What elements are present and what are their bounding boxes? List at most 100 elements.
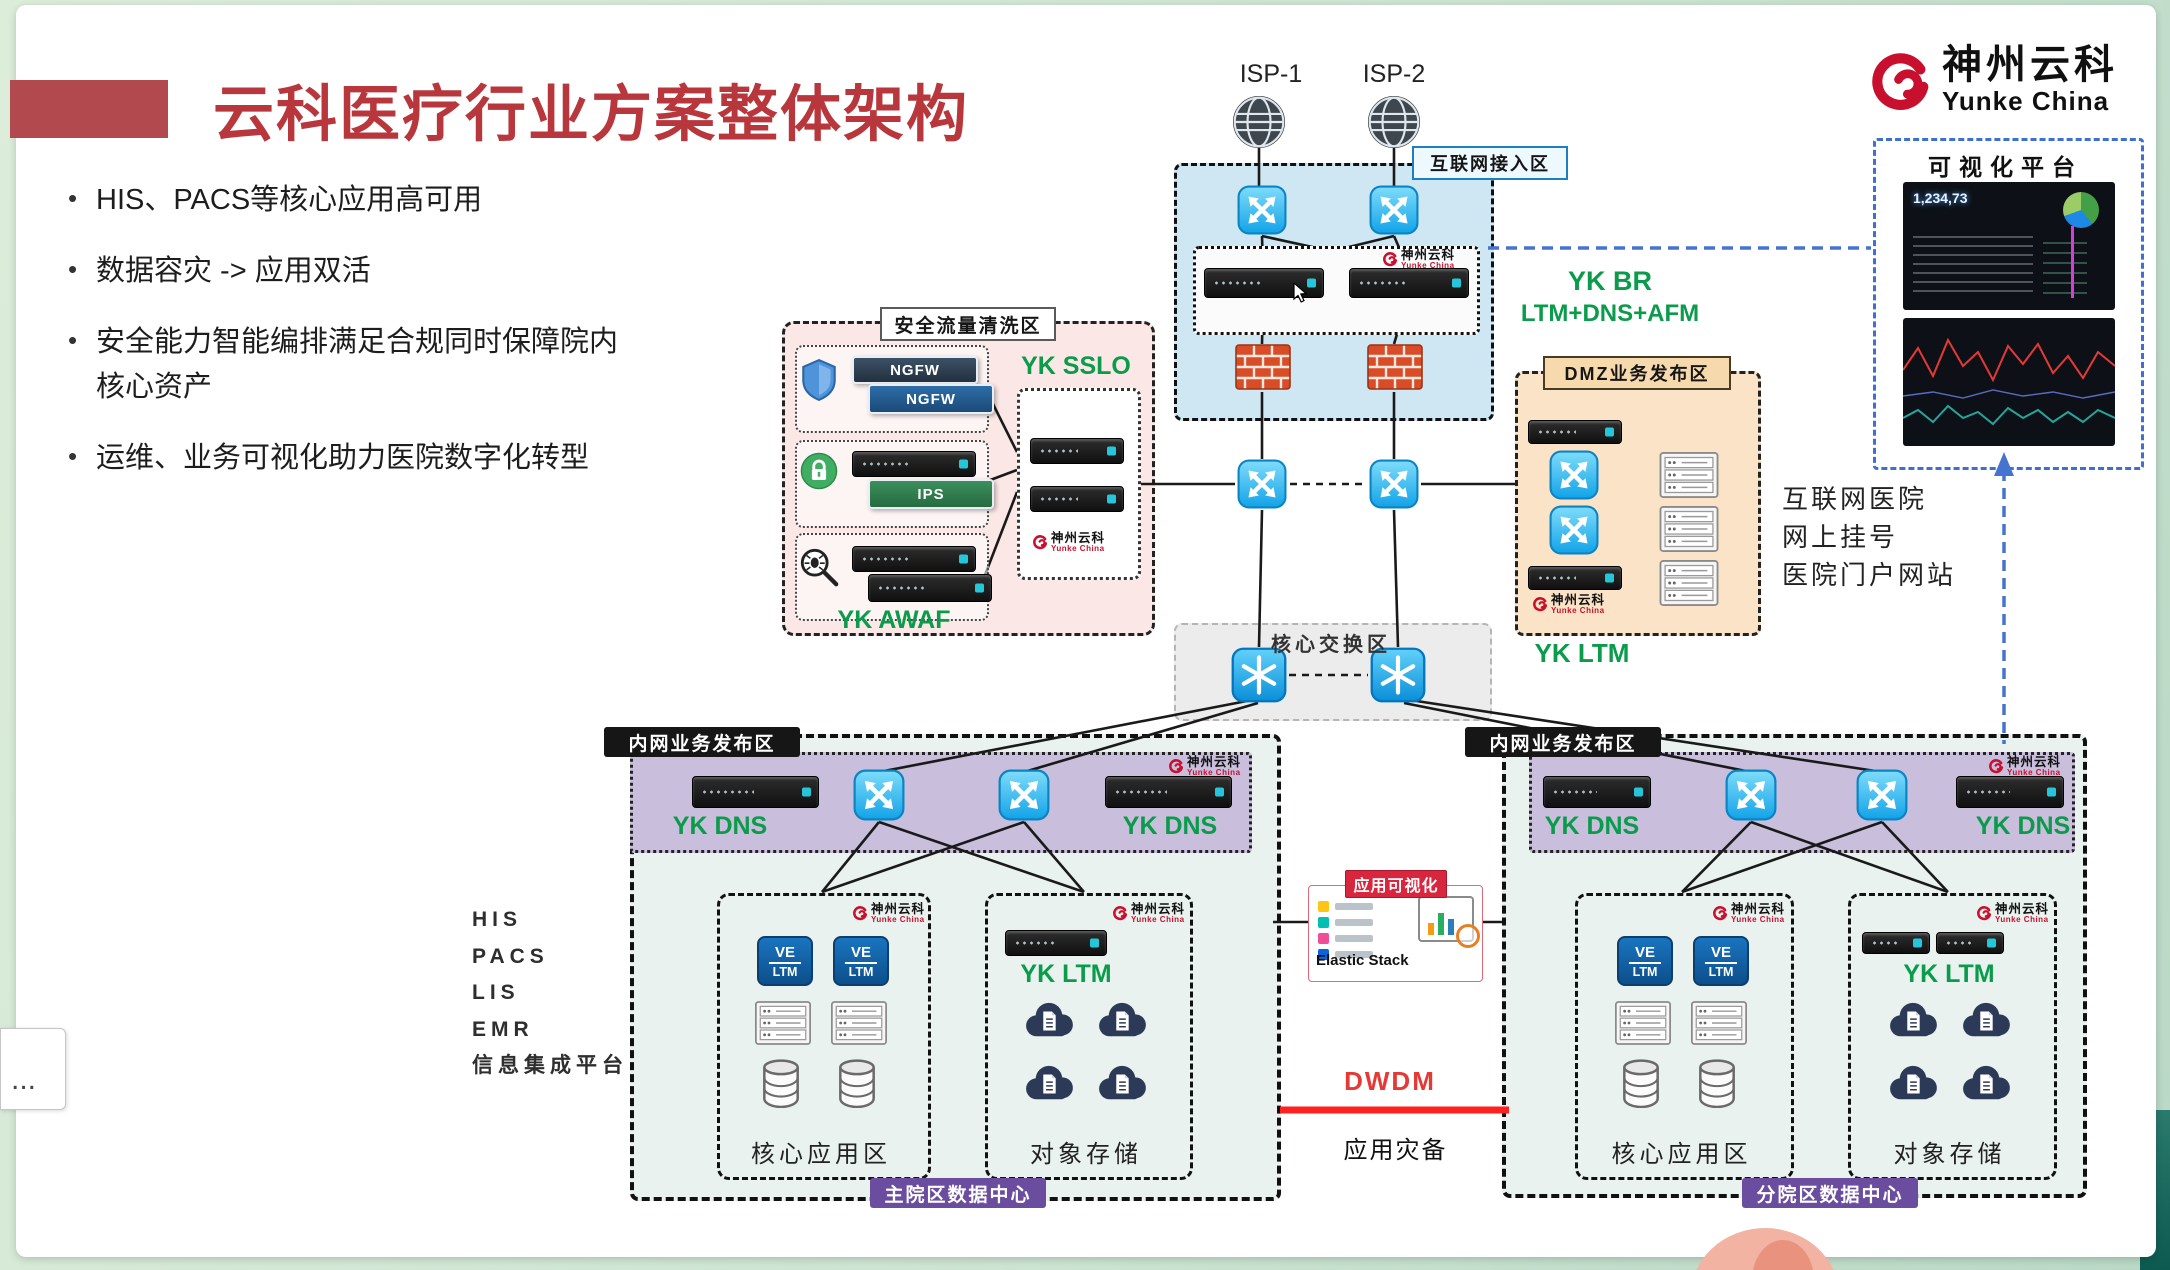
ve-ltm-icon: VE LTM [1693, 936, 1749, 986]
system-item: HIS [472, 908, 523, 931]
object-storage-label: 对象存储 [1030, 1141, 1142, 1168]
sslo-appliance [1030, 438, 1124, 464]
app-visualization-label: 应用可视化 [1345, 870, 1447, 898]
bullet-item: 数据容灾 -> 应用双活 [62, 249, 637, 294]
intranet-zone-label-right: 内网业务发布区 [1465, 727, 1661, 757]
visual-platform-title: 可视化平台 [1928, 154, 2083, 180]
dns-appliance [1543, 776, 1651, 808]
firewall-icon [1235, 344, 1291, 390]
yk-dns-label: YK DNS [672, 812, 768, 840]
company-logo: 神州云科 Yunke China [1868, 44, 2118, 117]
router-icon [1856, 769, 1908, 821]
elastic-stack-caption: Elastic Stack [1316, 952, 1409, 969]
highlight-line [2071, 226, 2074, 298]
bullet-item: HIS、PACS等核心应用高可用 [62, 178, 637, 223]
yunke-swirl-icon [1868, 49, 1932, 113]
system-item: 信息集成平台 [472, 1054, 628, 1077]
yk-dns-label: YK DNS [1975, 812, 2071, 840]
security-zone-label: 安全流量清洗区 [880, 307, 1056, 341]
main-dc-label: 主院区数据中心 [870, 1178, 1046, 1208]
lock-icon [800, 452, 838, 490]
load-balancer-icon [1549, 450, 1599, 500]
system-item: PACS [472, 944, 549, 968]
key-points-list: HIS、PACS等核心应用高可用 数据容灾 -> 应用双活 安全能力智能编排满足… [62, 178, 637, 507]
object-storage-label: 对象存储 [1893, 1141, 2006, 1168]
line-charts [1903, 337, 2115, 426]
ngfw-appliance: NGFW [868, 384, 994, 414]
ltm-dns-afm-label: LTM+DNS+AFM [1520, 300, 1700, 327]
yunke-swirl-icon [1112, 905, 1128, 921]
bug-magnifier-icon [798, 546, 840, 588]
side-panel-stub: ... [0, 1028, 66, 1110]
yunke-mini-logo: 神州云科 Yunke China [1112, 903, 1185, 924]
yunke-swirl-icon [1712, 905, 1728, 921]
load-balancer-icon [1549, 505, 1599, 555]
object-storage-cloud-icon [1958, 1000, 2014, 1042]
yunke-mini-logo: 神州云科 Yunke China [852, 903, 925, 924]
yk-dns-label: YK DNS [1122, 812, 1218, 840]
isp1-globe-icon [1232, 95, 1286, 149]
yk-ltm-label: YK LTM [1903, 960, 1995, 988]
monitor-chart-icon [1418, 896, 1480, 948]
ltm-appliance [1862, 932, 1930, 954]
ellipsis-text: ... [11, 1063, 37, 1096]
yunke-mini-logo: 神州云科 Yunke China [1976, 903, 2049, 924]
yunke-mini-logo: 神州云科 Yunke China [1532, 594, 1605, 615]
isp2-label: ISP-2 [1362, 60, 1426, 88]
server-rack-icon [1655, 560, 1723, 606]
dashboard-panel-metrics: 1,234,73 [1903, 182, 2115, 310]
server-rack-icon [1655, 506, 1723, 552]
dmz-publish-zone [1515, 371, 1761, 636]
ngfw-appliance: NGFW [852, 356, 978, 384]
dwdm-label: DWDM [1344, 1066, 1436, 1096]
security-appliance [852, 546, 976, 572]
yunke-mini-logo: 神州云科 Yunke China [1032, 532, 1105, 553]
dns-appliance [692, 776, 819, 808]
ltm-appliance [1005, 930, 1107, 956]
security-appliance [868, 574, 992, 602]
object-storage-cloud-icon [1885, 1063, 1941, 1105]
mouse-cursor [1293, 283, 1308, 303]
object-storage-cloud-icon [1958, 1063, 2014, 1105]
pie-chart [2063, 192, 2099, 228]
slide-title: 云科医疗行业方案整体架构 [213, 80, 970, 148]
dmz-service: 网上挂号 [1782, 522, 1899, 552]
database-icon [1696, 1058, 1738, 1108]
yunke-swirl-icon [1382, 251, 1398, 267]
yunke-mini-logo: 神州云科 Yunke China [1712, 903, 1785, 924]
ltm-appliance [1936, 932, 2004, 954]
server-rack-icon [1655, 452, 1723, 498]
ips-appliance: IPS [868, 479, 994, 509]
server-rack-icon [831, 1000, 887, 1046]
metric-rows [2043, 242, 2087, 294]
switch-icon [1369, 459, 1419, 509]
dashboard-panel-charts [1903, 318, 2115, 446]
logo-chinese-name: 神州云科 [1942, 43, 2118, 87]
dmz-service: 医院门户网站 [1782, 560, 1957, 590]
yk-awaf-label: YK AWAF [837, 606, 951, 634]
internet-zone-label: 互联网接入区 [1412, 146, 1568, 180]
yk-dns-label: YK DNS [1544, 812, 1640, 840]
hospital-systems-list: HIS PACS LIS EMR 信息集成平台 [472, 902, 628, 1085]
sslo-appliance [1030, 486, 1124, 512]
core-app-area-label: 核心应用区 [751, 1141, 891, 1168]
isp1-label: ISP-1 [1239, 60, 1303, 88]
yunke-mini-logo: 神州云科 Yunke China [1168, 756, 1241, 777]
switch-icon [1369, 185, 1419, 235]
shield-icon [800, 358, 838, 402]
border-appliance [1349, 268, 1469, 298]
server-rack-icon [755, 1000, 811, 1046]
router-icon [853, 769, 905, 821]
yunke-swirl-icon [1168, 758, 1184, 774]
ve-ltm-icon: VE LTM [757, 936, 813, 986]
isp2-globe-icon [1367, 95, 1421, 149]
core-app-area-right [1575, 893, 1794, 1180]
object-storage-cloud-icon [1021, 1063, 1077, 1105]
security-appliance [852, 451, 976, 477]
app-dr-label: 应用灾备 [1343, 1137, 1448, 1164]
dmz-zone-label: DMZ业务发布区 [1543, 356, 1731, 390]
database-icon [836, 1058, 878, 1108]
metric-rows [1913, 236, 2033, 298]
yk-ltm-label: YK LTM [1020, 960, 1112, 988]
yunke-mini-logo: 神州云科 Yunke China [1382, 249, 1455, 270]
